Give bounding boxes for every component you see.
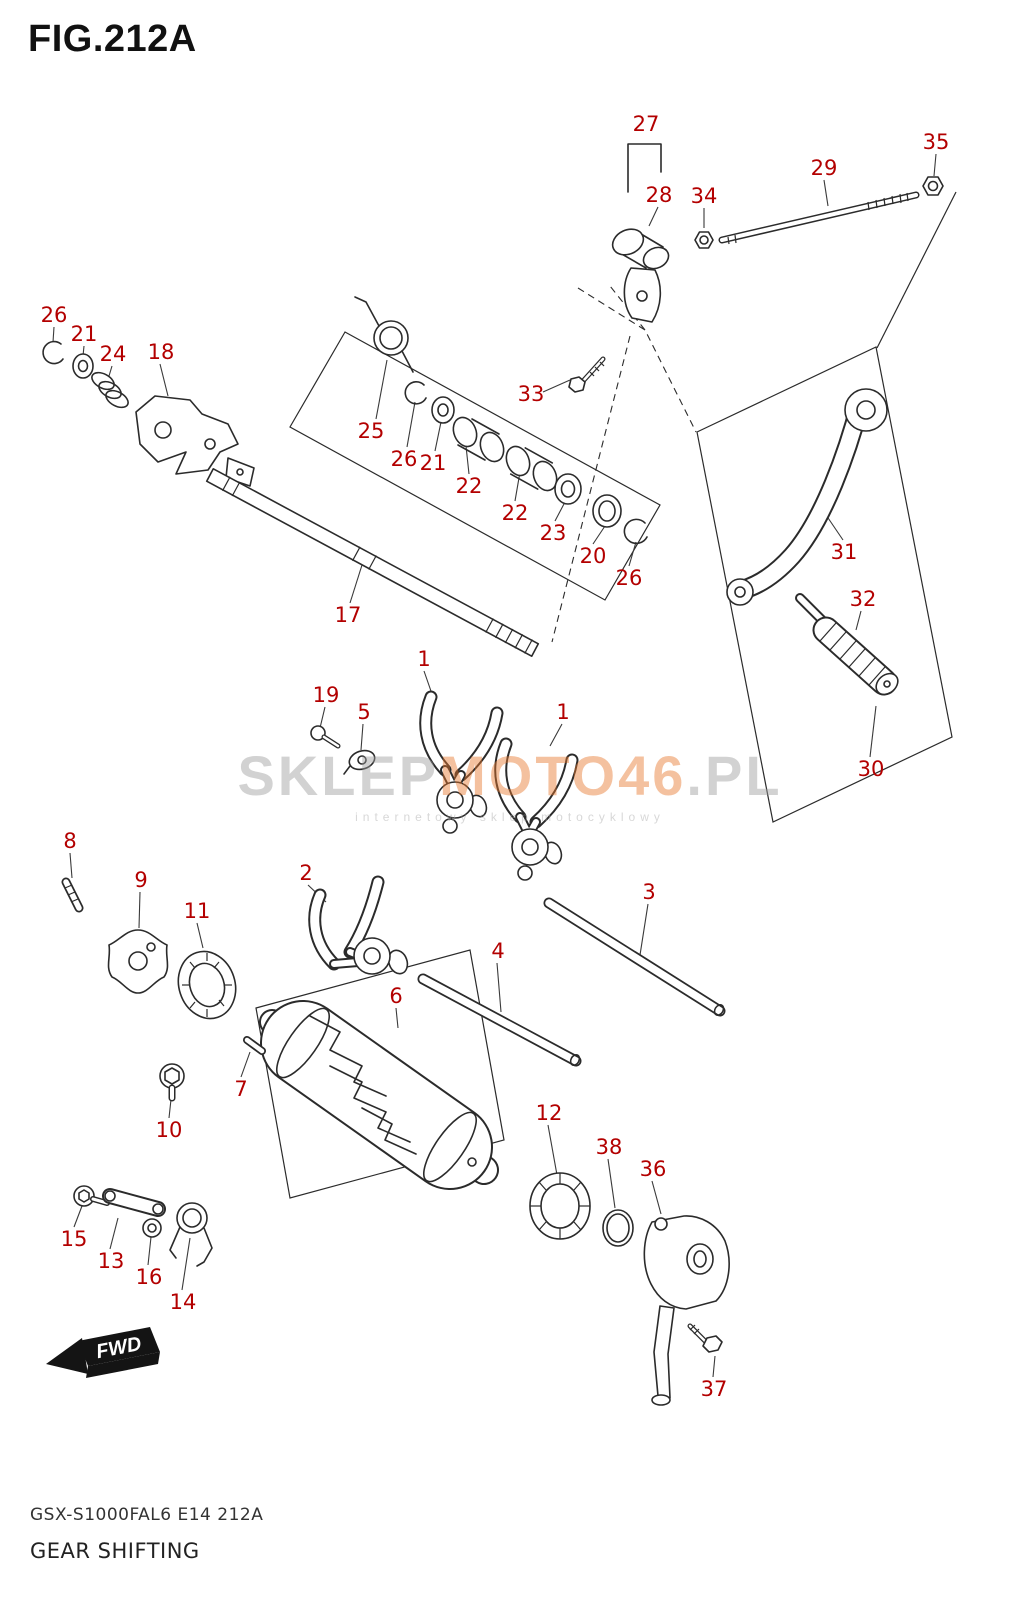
part-label-30-21: 30: [857, 757, 885, 781]
part-label-22-14: 22: [501, 501, 529, 525]
part-label-7-33: 7: [234, 1077, 248, 1101]
part-label-35-1: 35: [922, 130, 950, 154]
part-label-25-10: 25: [357, 419, 385, 443]
part-label-29-4: 29: [810, 156, 838, 180]
part-label-19-22: 19: [312, 683, 340, 707]
cam-stopper-drawing: [61, 877, 237, 1102]
part-label-34-3: 34: [690, 184, 718, 208]
fwd-marker: FWD: [46, 1327, 160, 1378]
part-label-23-15: 23: [539, 521, 567, 545]
bearing-seal-drawing: [529, 1172, 634, 1247]
part-label-22-13: 22: [455, 474, 483, 498]
gear-position-sensor-drawing: [643, 1215, 730, 1406]
shift-rod-drawing: [694, 176, 944, 249]
part-label-8-26: 8: [63, 829, 77, 853]
leader-lines: [52, 153, 937, 1378]
part-label-10-34: 10: [155, 1118, 183, 1142]
part-label-20-16: 20: [579, 544, 607, 568]
part-label-3-30: 3: [642, 880, 656, 904]
part-label-28-2: 28: [645, 183, 673, 207]
part-label-26-11: 26: [390, 447, 418, 471]
part-label-33-5: 33: [517, 382, 545, 406]
gear-shift-arm-drawing: [568, 228, 670, 393]
pawl-lifter-drawing: [73, 1185, 213, 1267]
part-label-36-37: 36: [639, 1157, 667, 1181]
part-label-24-8: 24: [99, 342, 127, 366]
part-label-26-17: 26: [615, 566, 643, 590]
part-label-12-35: 12: [535, 1101, 563, 1125]
part-label-18-9: 18: [147, 340, 175, 364]
part-label-2-28: 2: [299, 861, 313, 885]
shift-cam-drawing: [243, 1000, 499, 1190]
gear-shift-shaft-drawing: [205, 296, 648, 657]
shaft-end-washers-drawing: [42, 340, 255, 487]
part-label-32-19: 32: [849, 587, 877, 611]
model-code: GSX-S1000FAL6 E14 212A: [30, 1505, 264, 1525]
part-label-14-41: 14: [169, 1290, 197, 1314]
part-label-27-0: 27: [632, 112, 660, 136]
part-label-37-42: 37: [700, 1377, 728, 1401]
diagram-caption: GEAR SHIFTING: [30, 1539, 200, 1563]
fork-shafts-drawing: [417, 897, 726, 1067]
part-label-5-23: 5: [357, 700, 371, 724]
shift-forks-drawing: [308, 690, 579, 975]
part-label-21-7: 21: [70, 322, 98, 346]
part-label-6-32: 6: [389, 984, 403, 1008]
part-label-38-36: 38: [595, 1135, 623, 1159]
part-label-31-18: 31: [830, 540, 858, 564]
part-label-1-24: 1: [417, 647, 431, 671]
part-label-17-20: 17: [334, 603, 362, 627]
part-label-13-39: 13: [97, 1249, 125, 1273]
part-label-11-29: 11: [183, 899, 211, 923]
part-label-4-31: 4: [491, 939, 505, 963]
footer: GSX-S1000FAL6 E14 212A GEAR SHIFTING: [30, 1505, 263, 1563]
part-label-21-12: 21: [419, 451, 447, 475]
figure-title: FIG.212A: [28, 18, 197, 60]
part-label-15-38: 15: [60, 1227, 88, 1251]
part-label-16-40: 16: [135, 1265, 163, 1289]
part-label-1-25: 1: [556, 700, 570, 724]
gear-shift-lever-drawing: [726, 388, 899, 696]
part-label-9-27: 9: [134, 868, 148, 892]
part-label-26-6: 26: [40, 303, 68, 327]
